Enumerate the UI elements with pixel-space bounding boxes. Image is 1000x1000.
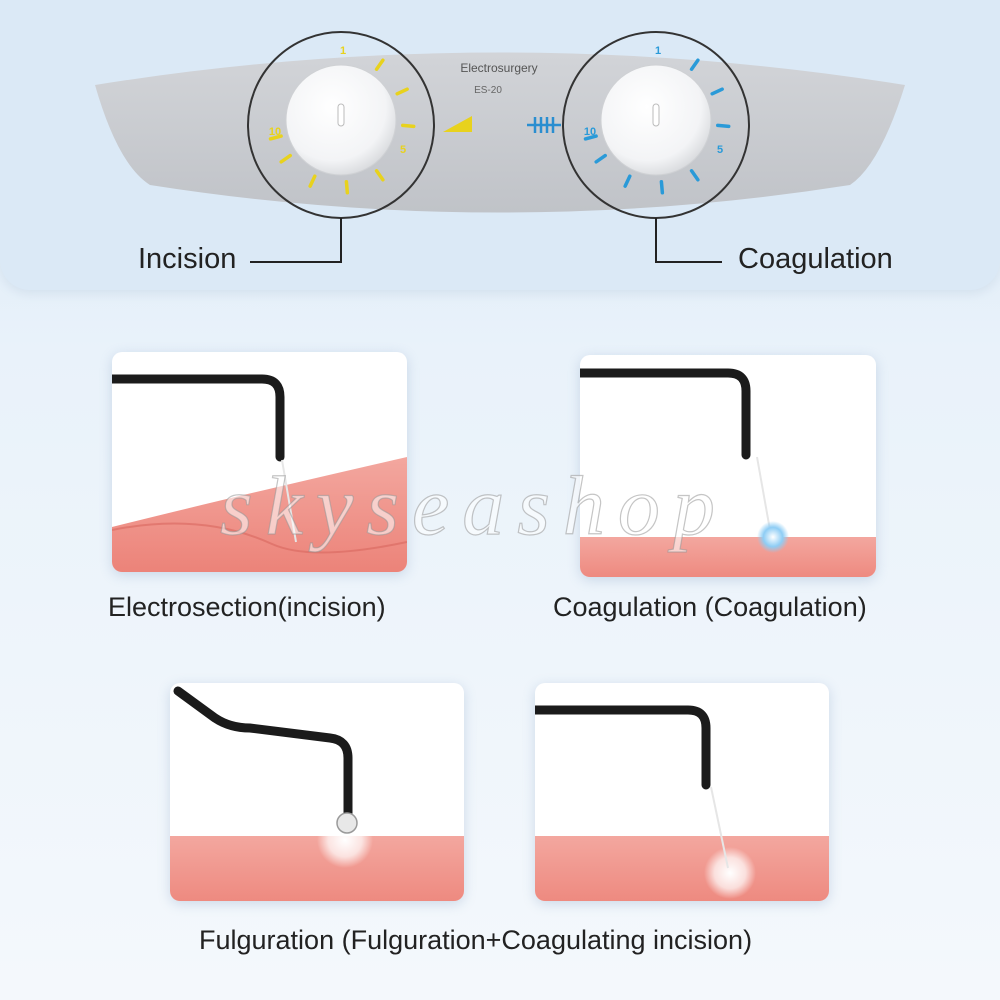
- dial-tick: [583, 134, 598, 141]
- electrode-probe: [580, 368, 751, 460]
- dial-tick: [710, 87, 724, 96]
- tissue-surface: [170, 836, 464, 901]
- electrode-probe: [173, 686, 353, 818]
- dial-tick: [395, 87, 409, 96]
- ball-electrode-tip: [336, 812, 358, 834]
- incision-leader-line: [250, 218, 342, 263]
- coagulation-label: Coagulation: [738, 243, 893, 275]
- dial-tick: [308, 174, 317, 188]
- coagulation-leader-line: [655, 218, 722, 263]
- tissue-incision-fold: [112, 522, 407, 554]
- dial-tick: [594, 153, 607, 164]
- triangle-ramp-icon: [443, 116, 472, 132]
- dial-tick: [659, 180, 665, 195]
- incision-dial-ticks: [268, 58, 416, 195]
- tissue-glow: [704, 847, 756, 899]
- tissue-surface: [580, 537, 876, 577]
- dial-tick: [268, 134, 283, 141]
- incision-tick-label-5: 5: [400, 144, 406, 156]
- device-model: ES-20: [474, 85, 502, 96]
- tissue-glow: [317, 812, 373, 868]
- coagulation-card: [580, 355, 876, 577]
- electrosection-caption: Electrosection(incision): [108, 592, 386, 622]
- fulguration-caption: Fulguration (Fulguration+Coagulating inc…: [199, 925, 753, 955]
- electrode-tip: [756, 456, 771, 531]
- electrode-tip: [710, 786, 729, 869]
- fulguration-card: [170, 683, 464, 901]
- coagulation-spark-icon: [757, 521, 789, 553]
- dial-tick: [401, 123, 416, 129]
- coag-waveform-icon: [527, 117, 561, 133]
- electrosection-card: [112, 352, 407, 572]
- device-panel: 1 5 10 Electrosurgery ES-20 1 5 10: [95, 31, 905, 263]
- coagulating-incision-card: [535, 683, 829, 901]
- tissue-surface: [112, 457, 407, 572]
- coagulation-dial-ticks: [583, 58, 731, 195]
- coagulation-knob-marker: [652, 103, 660, 127]
- dial-tick: [279, 153, 292, 164]
- dial-tick: [374, 58, 385, 71]
- dial-tick: [344, 180, 350, 195]
- dial-tick: [374, 169, 385, 182]
- dial-tick: [689, 58, 700, 71]
- incision-knob-marker: [337, 103, 345, 127]
- dial-tick: [689, 169, 700, 182]
- coagulation-caption: Coagulation (Coagulation): [553, 592, 867, 622]
- control-panel-body: [95, 52, 905, 213]
- watermark: skyseashop: [219, 459, 728, 553]
- dial-tick: [623, 174, 632, 188]
- electrode-tip: [281, 459, 297, 543]
- coagulation-tick-label-10: 10: [584, 126, 596, 138]
- device-brand: Electrosurgery: [460, 61, 537, 75]
- coagulation-tick-label-1: 1: [655, 45, 661, 57]
- dial-tick: [716, 123, 731, 129]
- incision-tick-label-10: 10: [269, 126, 281, 138]
- tissue-surface: [535, 836, 829, 901]
- incision-tick-label-1: 1: [340, 45, 346, 57]
- coagulation-tick-label-5: 5: [717, 144, 723, 156]
- electrode-probe: [535, 705, 711, 790]
- incision-label: Incision: [138, 243, 237, 275]
- electrode-probe: [112, 374, 285, 462]
